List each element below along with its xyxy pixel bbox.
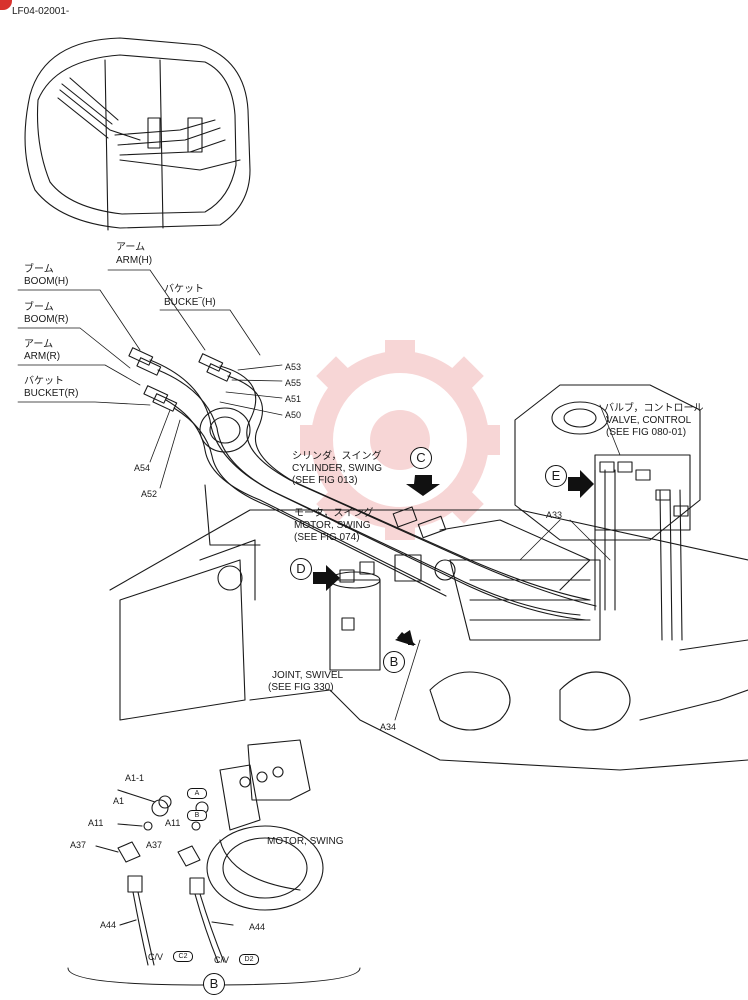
control-valve <box>514 384 701 541</box>
label-arm-r-en: ARM(R) <box>24 351 61 362</box>
view-marker-e: E <box>545 465 567 487</box>
label-boom-h-en: BOOM(H) <box>24 276 69 287</box>
label-boom-h-jp: ブーム <box>24 264 54 275</box>
detail-label-a44-left: A44 <box>100 920 117 930</box>
leader-lines <box>17 269 621 721</box>
detail-label-cv-left: C/V <box>148 952 164 962</box>
label-bucket-r-en: BUCKET(R) <box>24 388 79 399</box>
detail-label-a37-right: A37 <box>146 840 163 850</box>
machine-overview-inset <box>24 37 251 231</box>
label-boom-r-jp: ブーム <box>24 302 54 313</box>
label-motor-ref: (SEE FIG 074) <box>294 532 360 543</box>
label-a33: A33 <box>546 510 563 520</box>
detail-label-a44-right: A44 <box>249 922 266 932</box>
document-id: LF04-02001- <box>12 6 70 17</box>
hose-bundle <box>149 359 683 641</box>
corner-marker <box>0 0 12 10</box>
tag-b: B <box>187 810 207 821</box>
detail-label-motor: MOTOR, SWING <box>267 836 344 847</box>
tag-a: A <box>187 788 207 799</box>
label-a51: A51 <box>285 394 302 404</box>
detail-b-drawing <box>67 739 361 986</box>
label-arm-h-en: ARM(H) <box>116 255 153 266</box>
swing-parts <box>392 506 456 582</box>
watermark-gear <box>300 340 500 540</box>
label-bucket-h-jp: バケット <box>164 284 204 295</box>
view-marker-c: C <box>410 447 432 469</box>
label-valve-en: VALVE, CONTROL <box>606 415 692 426</box>
label-arm-h-jp: アーム <box>116 242 146 253</box>
upper-frame <box>109 484 748 771</box>
detail-view-marker-b: B <box>203 973 225 995</box>
label-arm-r-jp: アーム <box>24 339 54 350</box>
detail-label-a37-left: A37 <box>70 840 87 850</box>
detail-label-a1-1: A1-1 <box>125 773 145 783</box>
label-bucket-h-en: BUCKE‾(H) <box>164 297 216 308</box>
label-joint-ref: (SEE FIG 330) <box>268 682 334 693</box>
detail-label-cv-right: C/V <box>214 955 230 965</box>
label-a54: A54 <box>134 463 151 473</box>
label-cylinder-en: CYLINDER, SWING <box>292 463 383 474</box>
tag-c2: C2 <box>173 951 193 962</box>
detail-label-a11-right: A11 <box>165 818 181 828</box>
view-arrows <box>313 470 594 646</box>
view-marker-b: B <box>383 651 405 673</box>
label-joint-en: JOINT, SWIVEL <box>272 670 344 681</box>
label-a50: A50 <box>285 410 302 420</box>
detail-label-a1: A1 <box>113 796 125 806</box>
label-cylinder-ref: (SEE FIG 013) <box>292 475 358 486</box>
view-marker-d: D <box>290 558 312 580</box>
detail-label-a11-left: A11 <box>88 818 104 828</box>
label-valve-jp: バルブ，コントロール <box>604 403 704 414</box>
label-motor-jp: モータ，スイング <box>294 508 374 519</box>
label-cylinder-jp: シリンダ，スイング <box>292 451 382 462</box>
hose-fittings <box>128 347 232 412</box>
label-a34: A34 <box>380 722 397 732</box>
tag-d2: D2 <box>239 954 259 965</box>
label-valve-ref: (SEE FIG 080-01) <box>606 427 687 438</box>
label-boom-r-en: BOOM(R) <box>24 314 69 325</box>
label-a55: A55 <box>285 378 302 388</box>
label-a53: A53 <box>285 362 302 372</box>
label-motor-en: MOTOR, SWING <box>294 520 371 531</box>
label-bucket-r-jp: バケット <box>24 376 64 387</box>
label-a52: A52 <box>141 489 158 499</box>
